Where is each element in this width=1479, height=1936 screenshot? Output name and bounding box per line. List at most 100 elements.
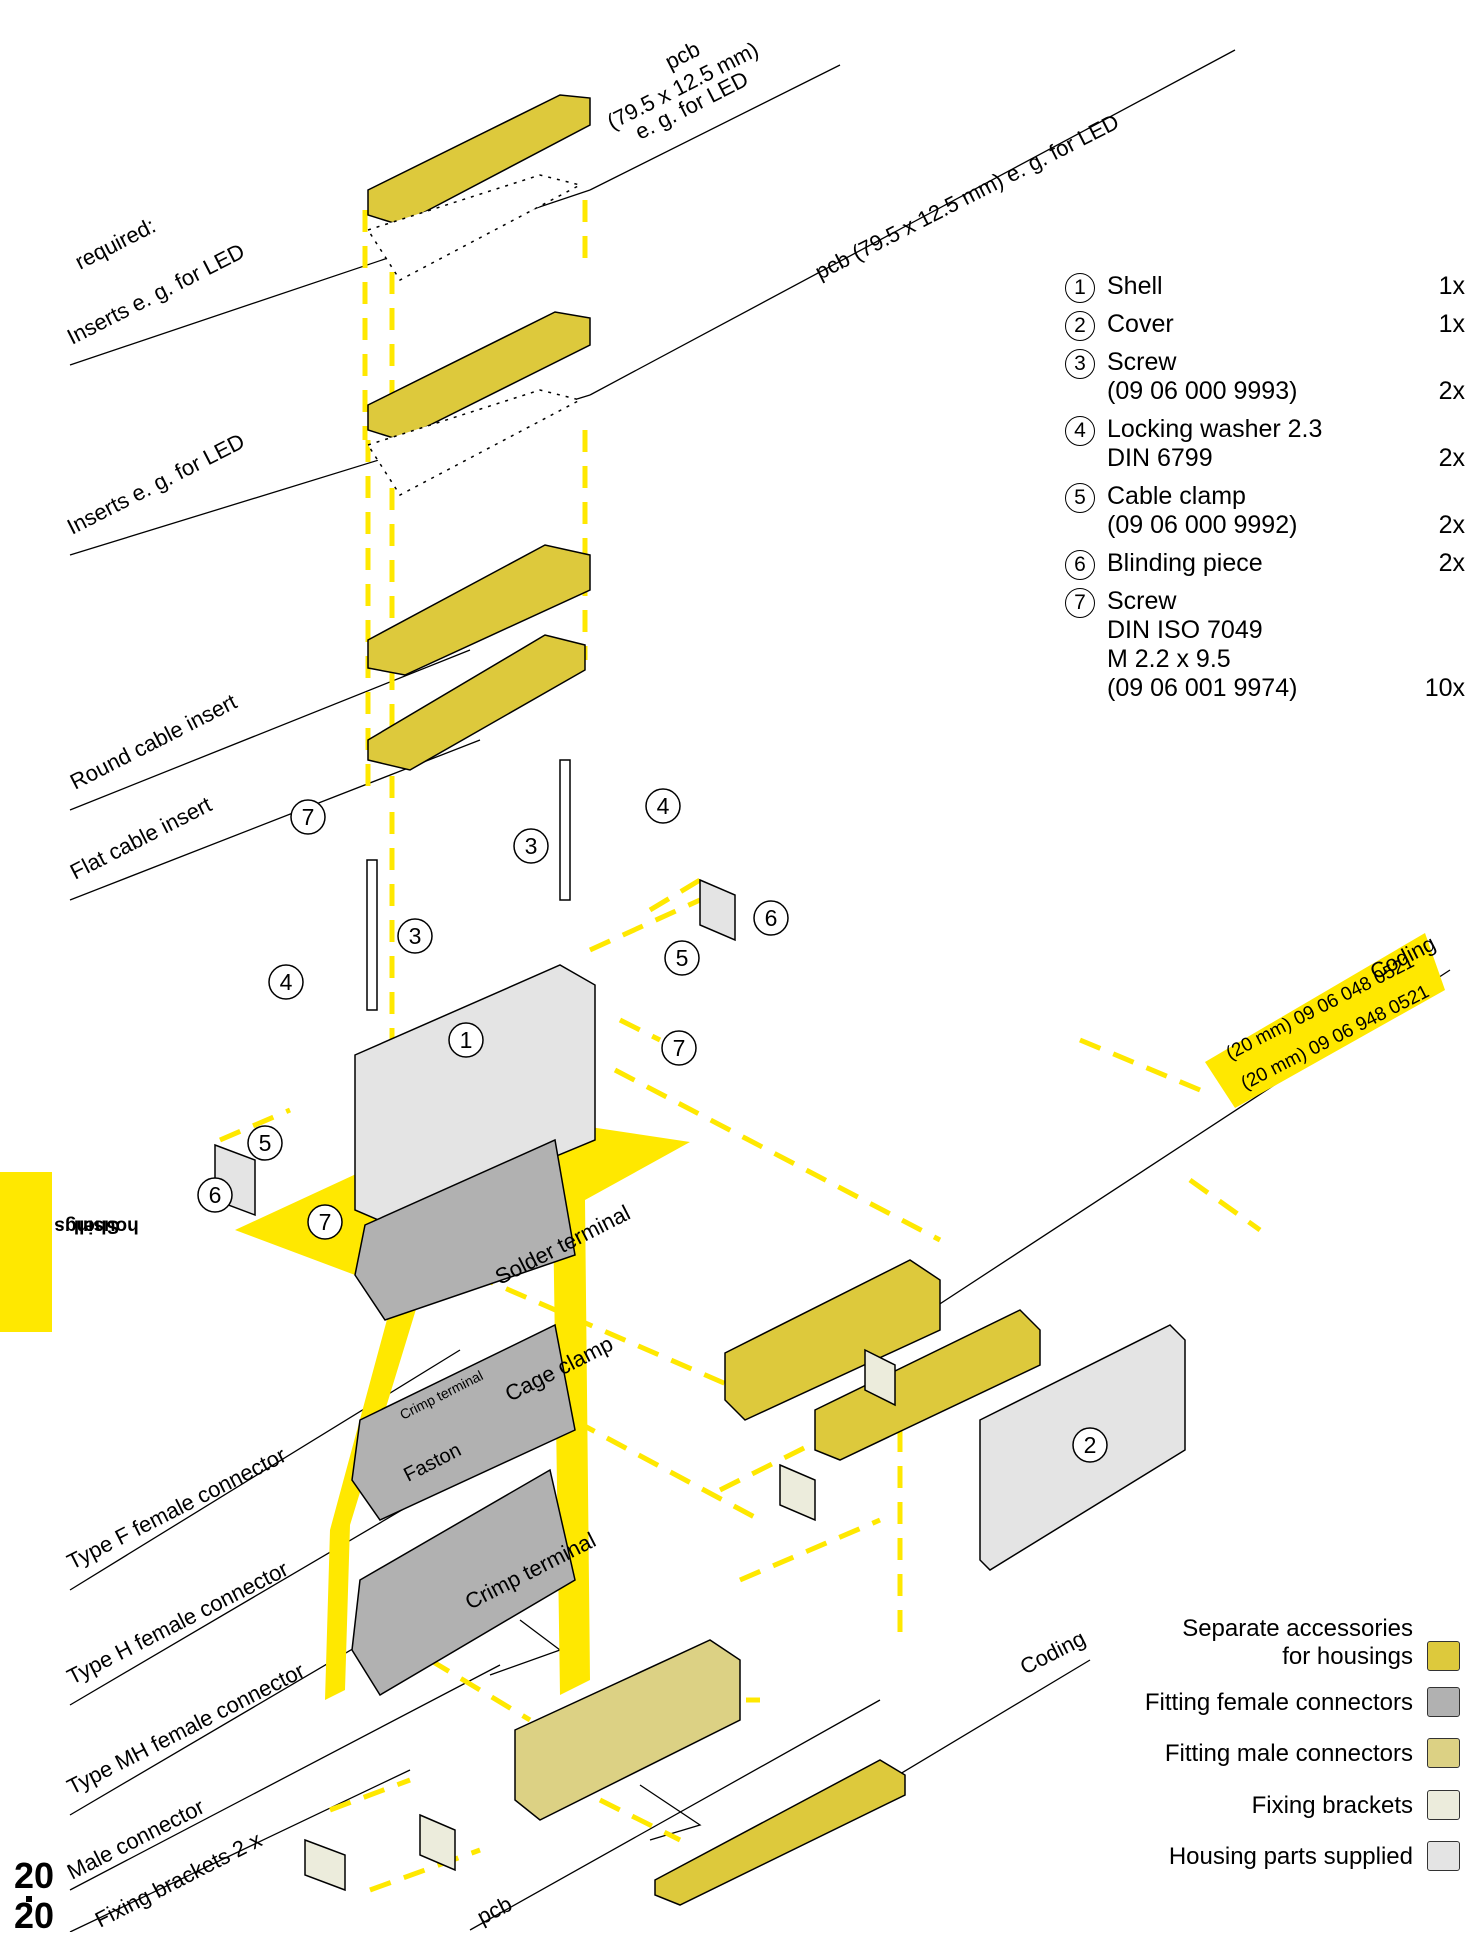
legend-row: Fitting female connectors [1145,1687,1460,1717]
legend-row: Housing parts supplied [1169,1841,1460,1871]
legend-label: for housings [1282,1643,1413,1670]
part-number: 2 [1065,311,1095,341]
legend-label: Fixing brackets [1251,1792,1413,1819]
part-name: Shell [1107,272,1163,300]
part-number: 4 [1065,416,1095,446]
callout-1: 1 [460,1027,473,1053]
parts-list-item: 5 Cable clamp (09 06 000 9992) 2x [1045,482,1465,540]
pcb-2 [366,389,583,496]
part-name: Cable clamp [1107,482,1246,510]
round-cable-insert [367,544,591,676]
coding-bottom-label: Coding [1016,1626,1089,1680]
part-quantity: 1x [1438,272,1465,300]
part-quantity: 2x [1438,511,1465,539]
part-quantity: 2x [1438,549,1465,577]
parts-list-item: 1 Shell 1x [1045,272,1465,303]
legend-swatch [1427,1687,1460,1717]
led-insert-top [367,94,591,226]
legend-label: Housing parts supplied [1168,1843,1413,1870]
flat-cable-insert [367,634,586,771]
type-h-connector [351,1323,576,1521]
fixing-bracket-3 [779,1463,816,1522]
part-name: Cover [1107,310,1174,338]
part-number: 5 [1065,483,1095,513]
parts-list-item: 4 Locking washer 2.3 DIN 6799 2x [1045,415,1465,473]
part-number: 7 [1065,588,1095,618]
legend-label: Fitting female connectors [1144,1689,1413,1716]
part-order-number: (09 06 000 9992) [1107,511,1298,539]
inserts-label-2: Inserts e. g. for LED [63,428,249,539]
male-connector [514,1639,741,1821]
legend-swatch [1427,1738,1460,1768]
part-quantity: 2x [1438,444,1465,472]
legend-label: Separate accessories [1182,1615,1413,1642]
callout-7: 7 [319,1209,332,1235]
callout-3: 3 [525,833,538,859]
assembly-arrow [235,1112,690,1700]
part-order-number: (09 06 000 9993) [1107,377,1298,405]
pcb-bottom-label: pcb [473,1891,516,1929]
pcb-long-label: pcb (79.5 x 12.5 mm) e. g. for LED [811,109,1123,284]
callout-4: 4 [280,969,293,995]
round-cable-label: Round cable insert [66,689,241,795]
legend-swatch [1427,1641,1460,1671]
leader-lines [69,49,1451,1932]
part-name: Screw [1107,587,1177,615]
coding-piece [814,1309,1041,1461]
part-size: M 2.2 x 9.5 [1107,645,1231,673]
type-mh-label: Type MH female connector [63,1658,309,1800]
callout-5: 5 [676,945,689,971]
part-standard: DIN 6799 [1107,444,1213,472]
parts-list-item: 6 Blinding piece 2x [1045,549,1465,580]
fixing-bracket-4 [864,1348,896,1407]
led-insert-2 [367,311,591,441]
part-number: 1 [1065,273,1095,303]
legend-row: Separate accessories for housings [1182,1615,1460,1671]
fixing-bracket-2 [304,1838,346,1892]
callout-6: 6 [765,905,778,931]
page-number-bottom: 20 [14,1895,55,1936]
part-quantity: 10x [1424,674,1465,702]
callout-circles [197,788,1108,1463]
type-mh-connector [351,1468,576,1697]
part-quantity: 2x [1438,377,1465,405]
parts-list-item: 7 Screw DIN ISO 7049 M 2.2 x 9.5 (09 06 … [1045,587,1465,703]
part-order-number: (09 06 001 9974) [1107,674,1298,702]
page-number-separator [26,1896,32,1902]
callout-2: 2 [1084,1432,1097,1458]
legend-swatch [1427,1790,1460,1820]
part-name: Screw [1107,348,1177,376]
screw-left [366,859,378,1011]
part-standard: DIN ISO 7049 [1107,616,1263,644]
callout-4: 4 [657,793,670,819]
callout-numbers: 7 3 4 3 4 6 5 1 7 5 6 7 2 [209,793,1097,1458]
part-name: Locking washer 2.3 [1107,415,1323,443]
callout-6: 6 [209,1182,222,1208]
section-tab: Shell housings [0,1172,139,1332]
legend-row: Fixing brackets [1252,1790,1460,1820]
page-number-top: 20 [14,1855,55,1896]
legend-label: Fitting male connectors [1164,1740,1413,1767]
part-number: 3 [1065,349,1095,379]
callout-5: 5 [259,1130,272,1156]
part-number: 6 [1065,550,1095,580]
parts-list-item: 2 Cover 1x [1045,310,1465,341]
callout-3: 3 [409,923,422,949]
legend-row: Fitting male connectors [1165,1738,1460,1768]
blinding-piece-right [699,878,736,942]
part-name: Blinding piece [1107,549,1263,577]
tab-label-2: housings [54,1215,139,1237]
callout-7: 7 [673,1035,686,1061]
required-label: required: [71,213,160,275]
callout-7: 7 [302,804,315,830]
type-f-label: Type F female connector [63,1442,290,1574]
pcb-top [366,174,583,281]
type-f-connector [354,1138,576,1321]
order-number-box [1205,933,1445,1108]
part-quantity: 1x [1438,310,1465,338]
fixing-bracket-1 [419,1813,456,1872]
coding-male [654,1759,906,1906]
parts-drawing [214,94,1186,1906]
flat-cable-label: Flat cable insert [66,792,216,885]
